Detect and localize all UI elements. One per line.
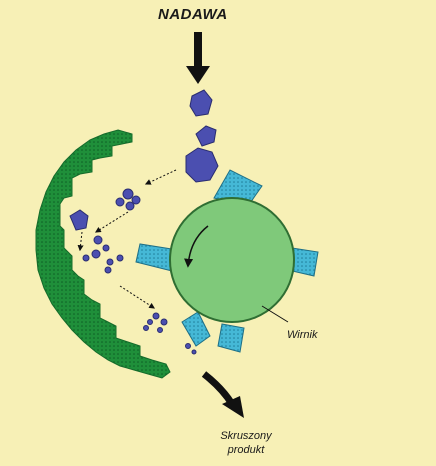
particle: [106, 258, 114, 266]
trajectory-arrows: [77, 169, 177, 309]
particle: [157, 327, 163, 333]
crusher-liner: [35, 129, 171, 379]
rotor-leader-line: [261, 305, 289, 323]
trajectory-arrow-icon: [144, 169, 177, 185]
particle: [125, 201, 135, 211]
particle: [122, 188, 134, 200]
particle: [195, 125, 217, 147]
particle: [69, 209, 89, 231]
particle: [82, 254, 90, 262]
particle: [185, 343, 191, 349]
rotation-arrow-icon: [184, 225, 209, 268]
particle: [91, 249, 101, 259]
particle: [160, 318, 168, 326]
particle: [93, 235, 103, 245]
feed-arrow-icon: [186, 32, 210, 84]
particles: [69, 89, 219, 355]
product-label-line2: produkt: [227, 444, 265, 456]
trajectory-arrow-icon: [119, 285, 156, 309]
rotor-label: Wirnik: [287, 329, 318, 341]
hammer-bottom: [217, 323, 245, 353]
trajectory-arrow-icon: [77, 231, 84, 252]
feed-label: NADAWA: [158, 6, 228, 23]
particle: [189, 89, 213, 117]
particle: [102, 244, 110, 252]
product-label-line1: Skruszony: [220, 430, 272, 442]
rotor: [169, 197, 295, 323]
particle: [185, 147, 219, 183]
hammer-bottom-left: [181, 311, 211, 347]
particle: [131, 195, 141, 205]
particle: [152, 312, 160, 320]
particle: [191, 349, 197, 355]
output-arrow-icon: [201, 371, 244, 418]
particle: [143, 325, 149, 331]
particle: [147, 319, 153, 325]
product-label: Skruszony produkt: [200, 429, 292, 457]
rotor-hammers: [135, 169, 319, 353]
particle: [116, 254, 124, 262]
particle: [115, 197, 125, 207]
particle: [104, 266, 112, 274]
